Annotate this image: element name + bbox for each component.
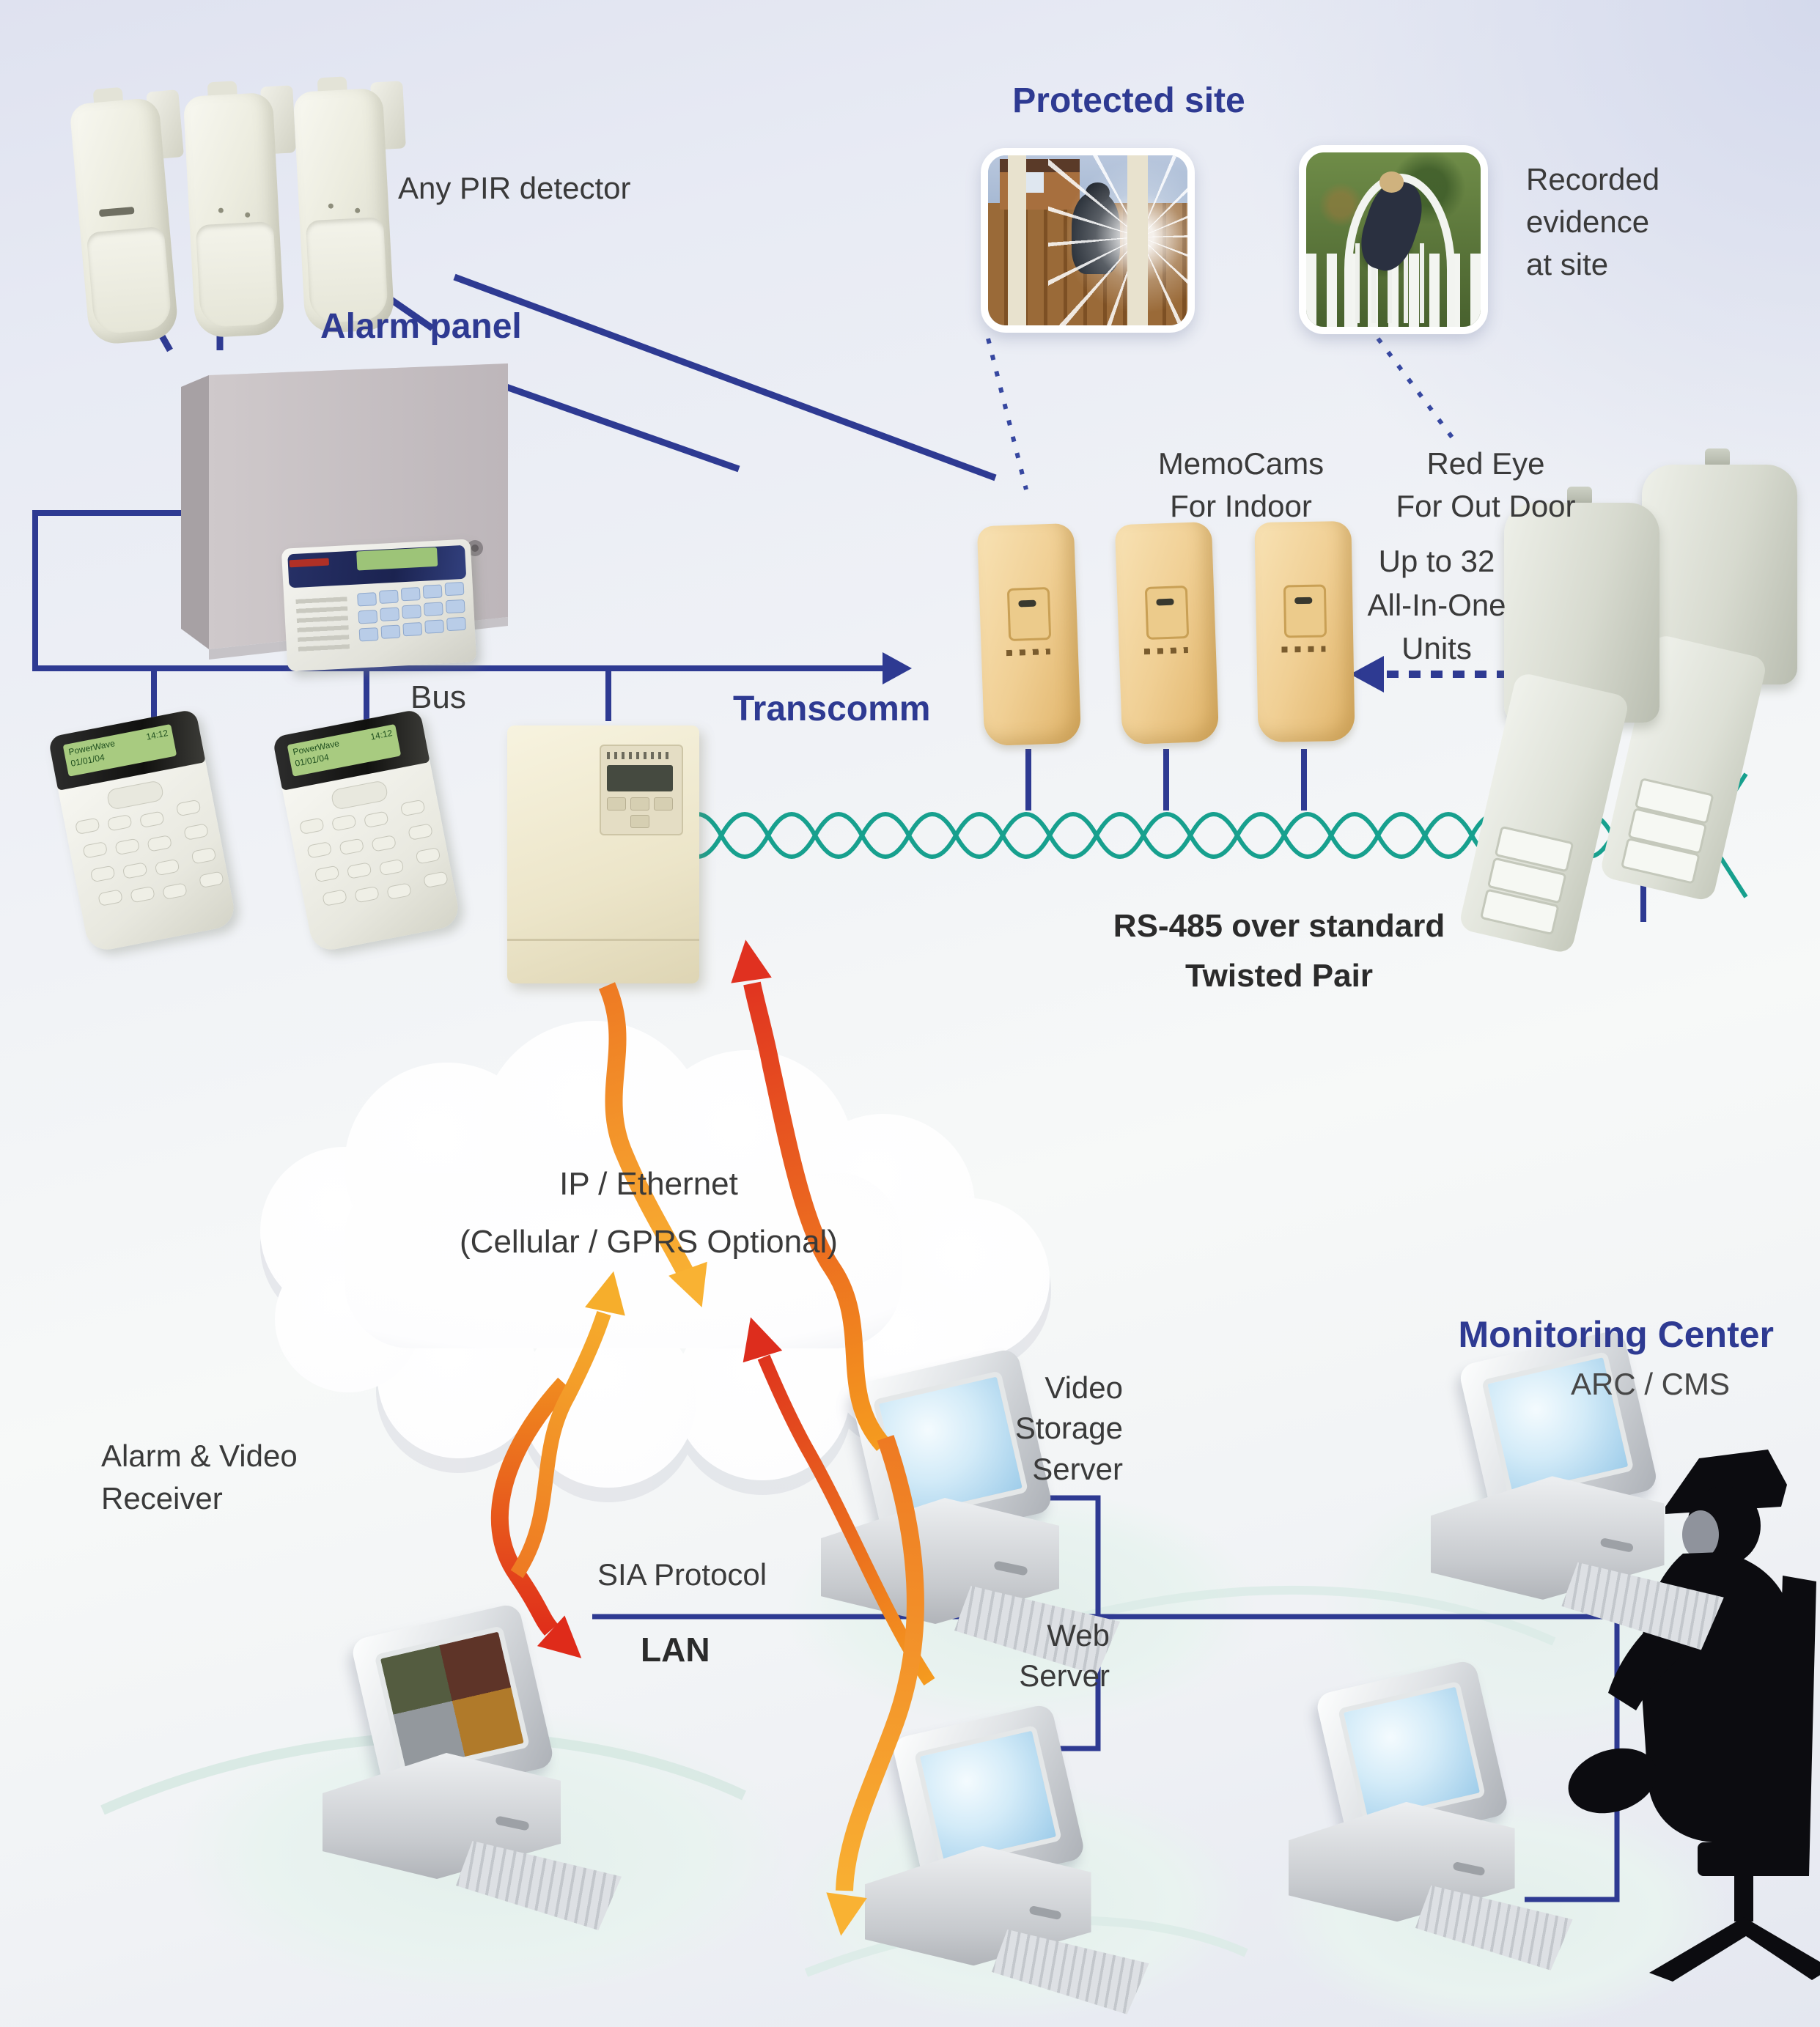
arrow-cloud-to-receiver <box>490 1377 571 1636</box>
panel-to-cams-lines <box>453 273 997 481</box>
bus-line <box>32 510 891 721</box>
alarm-panel-title: Alarm panel <box>320 307 522 346</box>
arrowhead-into-cloud-top <box>668 1261 707 1307</box>
video-server-label: Video Storage Server <box>1014 1370 1123 1486</box>
arrowhead-at-transcomm <box>731 939 772 983</box>
monitoring-computer-2 <box>1289 1658 1574 1982</box>
arrow-webserver-to-cloud <box>757 1354 935 1686</box>
evidence-photo-window <box>981 148 1195 333</box>
recorded-evidence-label: Recorded evidence at site <box>1526 162 1660 281</box>
alarm-video-receiver-computer <box>323 1602 623 1942</box>
receiver-label: Alarm & Video Receiver <box>101 1439 298 1515</box>
protected-site-title: Protected site <box>1012 81 1245 120</box>
arrowhead-at-webserver <box>826 1892 867 1936</box>
arc-cms-label: ARC / CMS <box>1570 1367 1730 1401</box>
arrow-cloud-to-webserver <box>836 1435 924 1891</box>
web-server-label: Web Server <box>1019 1618 1110 1694</box>
transcomm-unit <box>507 725 699 983</box>
photo-dashed-lines <box>986 337 1459 490</box>
any-pir-label: Any PIR detector <box>398 171 631 205</box>
capacity-label: Up to 32 All-In-One Units <box>1367 544 1506 666</box>
cloud-label: IP / Ethernet (Cellular / GPRS Optional) <box>460 1166 838 1260</box>
memocams-label: MemoCams For Indoor <box>1157 446 1325 523</box>
arrow-transcomm-to-cloud <box>598 982 694 1278</box>
bus-arrowhead <box>883 652 912 684</box>
bus-label: Bus <box>410 679 466 715</box>
arrow-receiver-to-cloud <box>510 1310 611 1579</box>
rs485-label: RS-485 over standard Twisted Pair <box>1113 908 1445 994</box>
redeye-label: Red Eye For Out Door <box>1396 446 1576 523</box>
arrowhead-at-receiver <box>537 1615 582 1658</box>
arrow-cloud-to-transcomm <box>743 981 891 1452</box>
lan-label: LAN <box>641 1631 710 1669</box>
evidence-photo-gate <box>1299 145 1488 334</box>
transcomm-title: Transcomm <box>733 690 931 728</box>
web-server-computer <box>865 1702 1151 2026</box>
monitoring-center-title: Monitoring Center <box>1458 1314 1774 1355</box>
sia-protocol-label: SIA Protocol <box>597 1557 767 1592</box>
arrowhead-up-into-cloud-left <box>585 1271 625 1316</box>
monitoring-computer-1 <box>1431 1328 1725 1661</box>
arrowhead-up-into-cloud-right <box>743 1317 783 1363</box>
